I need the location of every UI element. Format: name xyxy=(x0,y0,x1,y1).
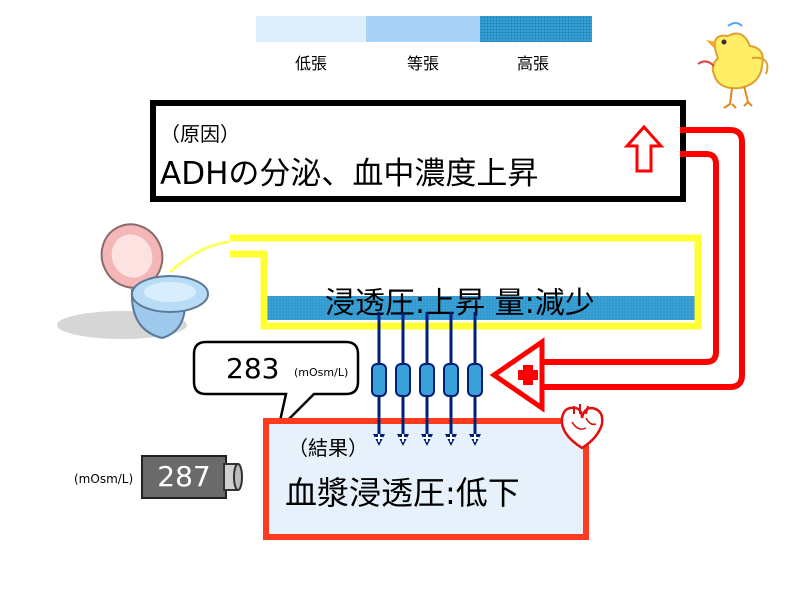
osmometer-device xyxy=(141,455,243,499)
legend-isotonic-swatch xyxy=(366,16,480,42)
legend-label-isotonic: 等張 xyxy=(406,54,439,73)
speech-bubble xyxy=(192,340,360,434)
water-channels xyxy=(371,312,483,446)
cause-label: （原因） xyxy=(160,122,240,146)
result-label: （結果） xyxy=(288,436,368,460)
bubble-value: 283 xyxy=(226,352,280,385)
heart-illustration xyxy=(560,404,604,450)
cause-box xyxy=(150,100,686,202)
feedback-connector xyxy=(489,127,745,413)
result-text: 血漿浸透圧:低下 xyxy=(285,474,520,512)
legend-label-hypotonic: 低張 xyxy=(294,54,327,73)
chick-illustration xyxy=(697,22,769,109)
legend-hypotonic-swatch xyxy=(256,16,366,42)
urine-tube xyxy=(230,234,702,330)
toilet-illustration xyxy=(57,223,231,340)
meter-unit: (mOsm/L) xyxy=(74,472,134,486)
legend-hypertonic-swatch xyxy=(480,16,592,42)
up-arrow-icon xyxy=(624,124,664,173)
cause-text: ADHの分泌、血中濃度上昇 xyxy=(160,156,539,192)
bubble-unit: (mOsm/L) xyxy=(294,366,349,379)
urine-osmolarity-text: 浸透圧:上昇 量:減少 xyxy=(325,286,595,321)
meter-value: 287 xyxy=(157,460,211,493)
legend-label-hypertonic: 高張 xyxy=(516,54,549,73)
